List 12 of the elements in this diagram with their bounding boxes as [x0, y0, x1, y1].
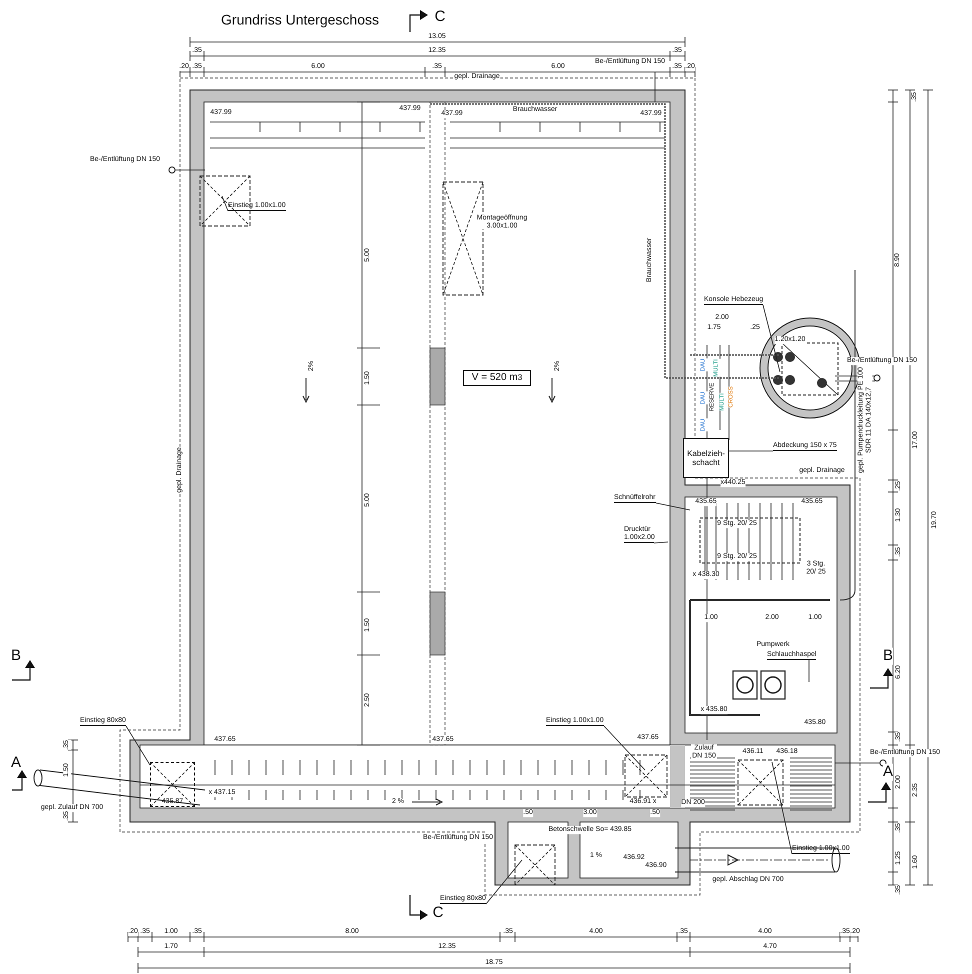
section-letter: B — [883, 648, 893, 664]
leader-line — [654, 542, 668, 544]
leader-line — [762, 304, 780, 372]
title: Grundriss Untergeschoss — [221, 12, 379, 28]
leader-line — [772, 762, 792, 854]
cable-shaft: Kabelzieh- schacht — [683, 438, 729, 478]
leader-line — [808, 660, 810, 682]
leader-line — [656, 502, 690, 510]
leader-line — [604, 726, 646, 770]
section-letter: A — [883, 764, 893, 780]
leader-line — [222, 196, 228, 212]
leader-line — [728, 450, 774, 452]
